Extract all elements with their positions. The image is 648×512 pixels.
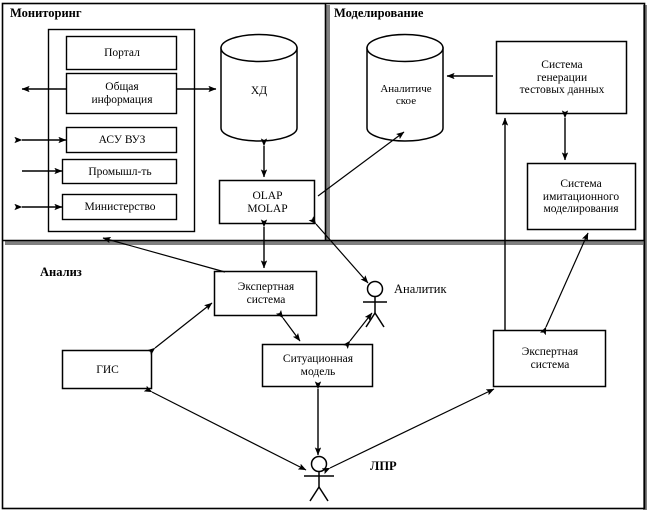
arrow-situational-analitik — [342, 312, 373, 349]
actor-lpr — [304, 455, 334, 502]
cylinder-analytical — [366, 33, 444, 142]
box-obshaya-informaciya — [65, 72, 178, 115]
arrow-gis-expert-left — [147, 302, 213, 356]
box-promyshlennost — [61, 158, 178, 185]
monitoring-external-arrows — [14, 85, 67, 211]
box-test-data-generation-system — [495, 40, 628, 115]
arrow-gis-lpr — [143, 385, 307, 471]
box-simulation-modeling-system — [526, 162, 637, 231]
panel-title-analysis: Анализ — [40, 265, 82, 279]
monitoring-group-container — [47, 28, 196, 233]
box-olap-molap — [218, 179, 316, 225]
panel-title-modeling: Моделирование — [334, 6, 424, 20]
box-expert-system-left — [213, 270, 318, 317]
panel-divider-vertical-shadow — [325, 5, 330, 245]
box-portal — [65, 35, 178, 71]
label-actor-lpr: ЛПР — [370, 459, 397, 473]
cylinder-hd — [220, 33, 298, 142]
box-gis — [61, 349, 153, 390]
arrow-simulation-expert-right — [539, 232, 589, 336]
box-expert-system-right — [492, 329, 607, 388]
box-asu-vuz — [65, 126, 178, 154]
box-ministerstvo — [61, 193, 178, 221]
panel-title-monitoring: Мониторинг — [10, 6, 82, 20]
arrow-expert-situational — [275, 309, 301, 342]
arrow-lpr-expert-right — [321, 388, 495, 475]
arrow-olap-analitik — [308, 216, 369, 284]
box-situational-model — [261, 343, 374, 388]
monitoring-items — [61, 35, 178, 221]
arrow-olap-to-analytical — [317, 131, 405, 197]
label-actor-analitik: Аналитик — [394, 282, 447, 296]
arrow-expert-left-to-monitoring — [102, 236, 226, 273]
